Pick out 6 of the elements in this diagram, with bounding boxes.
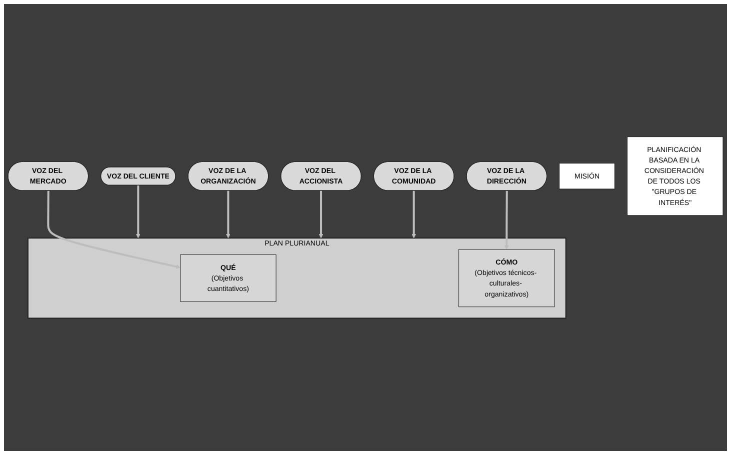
arrow <box>504 190 509 250</box>
arrow <box>412 190 416 238</box>
arrow <box>47 190 181 269</box>
arrow <box>226 190 230 238</box>
arrow <box>136 185 140 238</box>
arrow <box>318 190 324 238</box>
